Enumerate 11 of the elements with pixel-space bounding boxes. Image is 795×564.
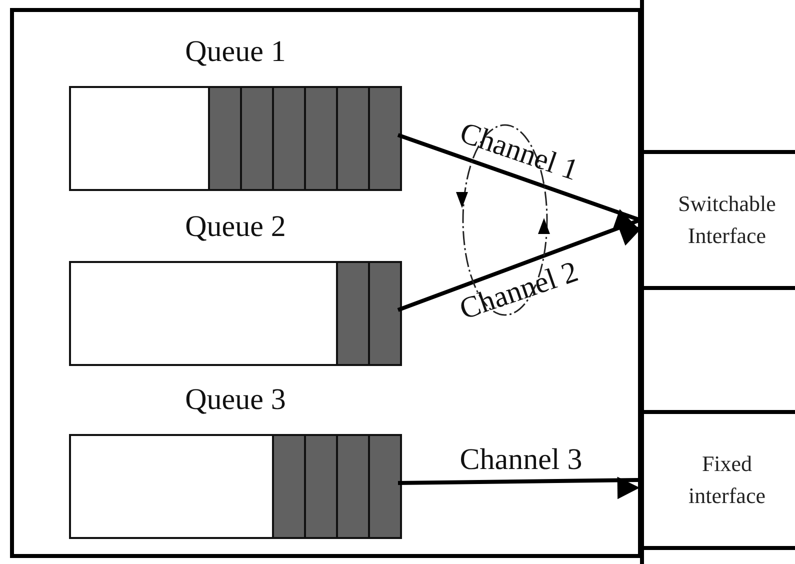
arrow [397,133,641,230]
queue-label: Queue 2 [184,209,287,245]
edge-label: Channel 2 [454,254,584,328]
interface-label: Switchable Interface [677,190,777,250]
queue-label: Queue 1 [184,34,287,70]
queue-label: Queue 3 [184,382,287,418]
interface-label: Fixed interface [688,450,766,510]
arrow [398,476,640,500]
edge-label: Channel 1 [454,114,584,189]
outer-box [10,8,642,558]
edge-label: Channel 3 [458,442,584,478]
